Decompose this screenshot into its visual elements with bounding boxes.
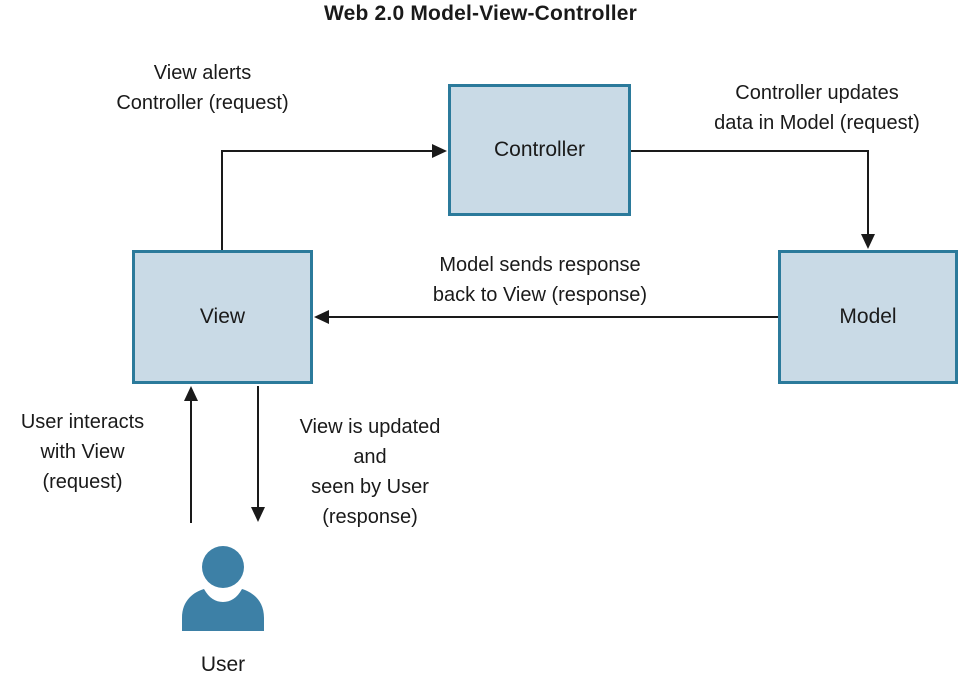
- controller-node-label: Controller: [493, 138, 586, 161]
- diagram-title: Web 2.0 Model-View-Controller: [323, 2, 638, 25]
- edge-label-user-interacts: User interacts with View (request): [20, 411, 145, 493]
- view-node: View: [132, 250, 313, 384]
- model-node: Model: [778, 250, 958, 384]
- model-node-label: Model: [839, 305, 897, 328]
- user-node-label: User: [200, 653, 246, 676]
- arrow-view-to-controller: [221, 144, 447, 250]
- edge-label-view-updated: View is updated and seen by User (respon…: [299, 416, 441, 528]
- edge-label-view-alerts-controller: View alerts Controller (request): [116, 62, 289, 114]
- arrow-view-to-user: [251, 386, 265, 522]
- arrow-user-to-view: [184, 386, 198, 523]
- edge-label-model-sends-response: Model sends response back to View (respo…: [432, 254, 648, 306]
- edge-label-controller-updates-model: Controller updates data in Model (reques…: [714, 82, 920, 134]
- user-icon: [182, 546, 264, 631]
- arrow-model-to-view: [314, 310, 778, 324]
- arrow-controller-to-model: [631, 150, 875, 249]
- controller-node: Controller: [448, 84, 631, 216]
- view-node-label: View: [199, 305, 246, 328]
